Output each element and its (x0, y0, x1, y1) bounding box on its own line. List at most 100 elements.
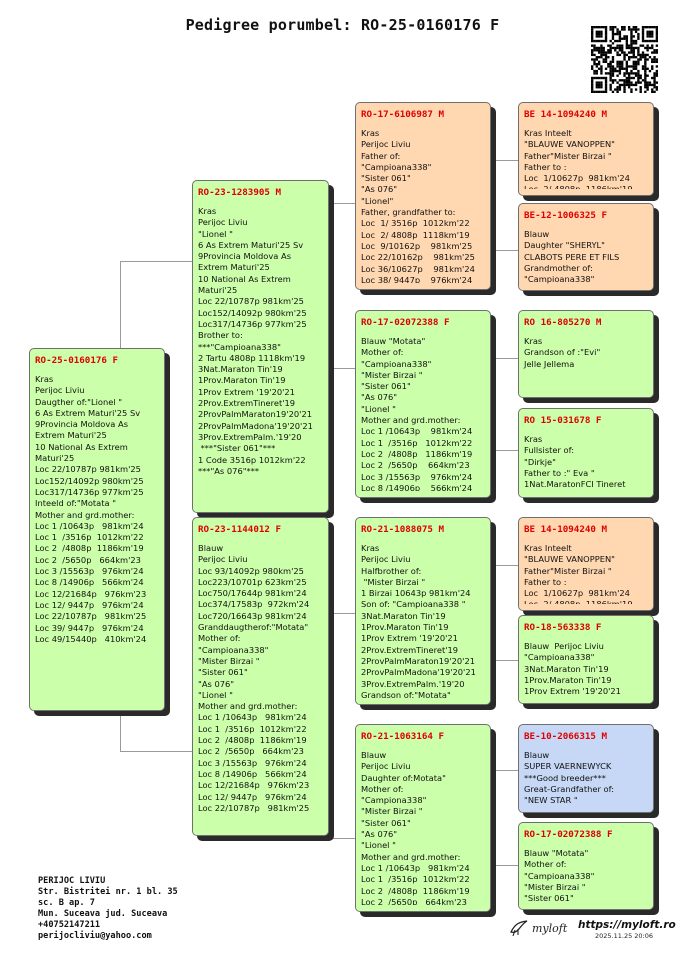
card-line: 9Provincia Moldova As (35, 419, 129, 430)
card-line: 1Prov.Maraton Tin'19 (198, 375, 286, 386)
card-line: Father to : (524, 576, 567, 587)
card-line: Loc 3 /15563p 976km'24 (35, 566, 144, 577)
card-line: Daugther of:"Lionel " (35, 396, 123, 407)
card-line: Kras (361, 543, 380, 553)
card-line: Grandson of :"Evi" (524, 347, 601, 358)
qr-code-icon (591, 26, 659, 94)
connector-line (275, 838, 355, 839)
card-details: Blauw Perijoc Liviu"Campioana338"3Nat.Ma… (524, 641, 648, 703)
card-line: 1Prov.Maraton Tin'19 (524, 674, 612, 685)
card-line: ***"Sister 061"*** (198, 443, 276, 454)
card-details: Blauw "Motata"Mother of:"Campioana338""M… (361, 336, 485, 494)
card-line: Loc 2 /5650p 664km'23 (35, 554, 141, 565)
ring-number: RO 15-031678 F (524, 415, 602, 426)
pigeon-card-ggp-1[interactable]: BE 14-1094240 M Kras Inteelt"BLAUWE VANO… (518, 102, 654, 196)
card-line: Loc374/17583p 972km'24 (198, 599, 310, 610)
card-line: Grandson of:"Motata" (361, 689, 451, 700)
pigeon-card-sire-dam[interactable]: RO-17-02072388 F Blauw "Motata"Mother of… (355, 310, 491, 498)
pigeon-card-ggp-5[interactable]: BE 14-1094240 M Kras Inteelt"BLAUWE VANO… (518, 517, 654, 611)
card-line: Daughter of:Motata" (361, 772, 446, 783)
pigeon-card-ggp-6[interactable]: RO-18-563338 F Blauw Perijoc Liviu"Campi… (518, 615, 654, 704)
card-line: Brother to: (198, 330, 243, 341)
card-line: Loc 3 /15563p 976km'24 (361, 471, 473, 482)
card-line: Loc 8 /14906p 566km'24 (35, 577, 144, 588)
connector-line (120, 261, 192, 262)
card-line: "NEW STAR " (524, 795, 578, 806)
myloft-bird-logo-icon (510, 920, 528, 937)
card-line: 3Nat.Maraton Tin'19 (198, 364, 283, 375)
card-line: "Campioana338" (524, 652, 595, 663)
card-line: "Campioana338" (361, 358, 432, 369)
card-line: Loc317/14736p 977km'25 (35, 486, 144, 497)
card-line: Loc 22/10787p 981km'25 (35, 464, 141, 475)
card-line: 2ProvPalmMaraton19'20'21 (198, 409, 313, 420)
card-line: Father"Mister Birzai " (524, 150, 612, 161)
card-line: Mother and grd.mother: (361, 851, 461, 862)
card-line: Loc 1 /10643p 981km'24 (35, 520, 144, 531)
card-line: "As 076" (361, 184, 398, 195)
card-line: Loc 2 /4808p 1186km'19 (35, 543, 144, 554)
card-line: "Lionel " (198, 228, 233, 239)
card-line: 3Nat.Maraton Tin'19 (361, 610, 446, 621)
card-line: Loc223/10701p 623km'25 (198, 576, 307, 587)
card-line: Loc 12/21684p 976km'23 (198, 780, 310, 791)
card-line: Loc 93/14092p 980km'25 (198, 565, 304, 576)
card-line: Mother of: (198, 633, 241, 644)
card-line: SUPER VAERNEWYCK (524, 761, 612, 772)
card-line: Perijoc Liviu (35, 385, 85, 396)
card-line: "Dirkje" (524, 456, 556, 467)
card-line: Loc 12/ 9447p 976km'24 (35, 599, 144, 610)
card-line: 9Provincia Moldova As (198, 251, 292, 262)
card-line: Loc 8 /14906p 566km'24 (361, 482, 473, 493)
card-line: "Campioana338" (361, 161, 432, 172)
card-line: "Mister Birzai " (524, 881, 586, 892)
card-line: Loc 36/10627p 981km'24 (361, 263, 475, 274)
ring-number: RO-25-0160176 F (35, 355, 118, 366)
card-line: 1Nat.MaratonFCI Tineret (524, 479, 626, 490)
website-link[interactable]: https://myloft.ro (578, 919, 676, 931)
card-line: Loc 1 /10643p 981km'24 (198, 712, 307, 723)
card-line: 3Nat.Maraton Tin'19 (524, 663, 609, 674)
card-line: 1Prov.Maraton Tin'19 (361, 622, 449, 633)
card-line: Loc750/17644p 981km'24 (198, 588, 307, 599)
card-line: "Sister 061" (524, 893, 574, 904)
print-timestamp: 2025.11.25 20:06 (595, 932, 654, 940)
card-line: Loc 1/10627p 981km'24 (524, 173, 630, 184)
card-line: "BLAUWE VANOPPEN" (524, 554, 615, 565)
card-line: "Mister Birzai " (361, 369, 423, 380)
card-line: "Campioana338" (524, 274, 595, 285)
logo-text: myloft (532, 921, 568, 935)
pigeon-card-ggp-8[interactable]: RO-17-02072388 F Blauw "Motata"Mother of… (518, 822, 654, 910)
card-line: Perijoc Liviu (198, 217, 248, 228)
card-line: Fullsister of: (524, 445, 575, 456)
card-line: ***Good breeder*** (524, 772, 606, 783)
card-line: Loc 12/21684p 976km'23 (35, 588, 147, 599)
card-line: "Mister Birzai " (361, 576, 426, 587)
myloft-logo: myloft (509, 918, 567, 938)
card-line: Kras Inteelt (524, 543, 572, 553)
card-line: Loc 2 /4808p 1186km'19 (361, 885, 470, 896)
card-line: "Sister 061" (198, 667, 248, 678)
owner-address-line1: Str. Bistritei nr. 1 bl. 35 (38, 887, 178, 897)
owner-email[interactable]: perijocliviu@yahoo.com (38, 931, 152, 941)
card-line: "Campiona338" (361, 795, 427, 806)
card-line: Granddaugtherof:"Motata" (198, 622, 309, 633)
card-line: "Lionel " (198, 689, 233, 700)
owner-city: Mun. Suceava jud. Suceava (38, 909, 168, 919)
card-line: 2Prov.ExtremTineret'19 (198, 398, 296, 409)
card-line: "As 076" (198, 678, 235, 689)
card-line: Loc 22/10787p 981km'25 (198, 802, 310, 813)
